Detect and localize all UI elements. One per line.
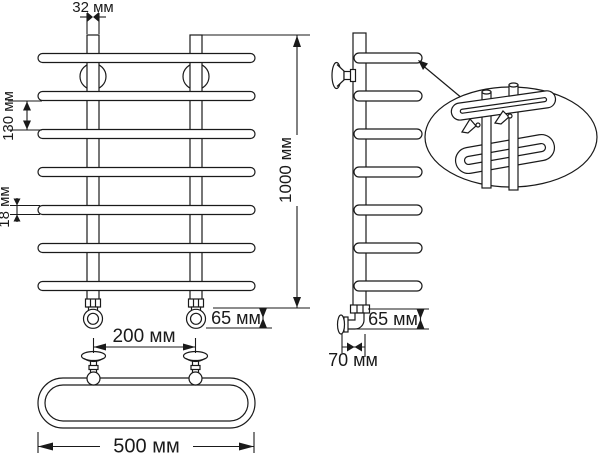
dim-wall-distance-label: 70 мм bbox=[328, 350, 378, 370]
dim-bottom-offset-side: 65 мм bbox=[350, 308, 429, 330]
top-post-right bbox=[188, 371, 203, 386]
dim-rail-spacing-label: 130 мм bbox=[0, 91, 17, 141]
dim-bracket-spacing: 200 мм bbox=[92, 326, 197, 353]
side-bottom-elbow bbox=[336, 304, 371, 335]
front-rungs bbox=[37, 52, 256, 292]
top-bracket-right bbox=[182, 350, 209, 374]
dim-bottom-offset-side-label: 65 мм bbox=[368, 309, 418, 329]
dim-bottom-offset-front: 65 мм bbox=[206, 307, 310, 329]
dim-tube-diameter: 18 мм bbox=[0, 186, 40, 228]
dim-wall-distance: 70 мм bbox=[328, 334, 378, 370]
side-rungs bbox=[353, 52, 423, 292]
dim-bracket-spacing-label: 200 мм bbox=[112, 326, 175, 347]
bottom-connector-left bbox=[82, 298, 104, 329]
callout-leader-line bbox=[423, 66, 464, 100]
front-view bbox=[37, 34, 256, 329]
dim-height-label: 1000 мм bbox=[276, 137, 295, 203]
bottom-connector-right bbox=[185, 298, 207, 329]
dim-post-width-label: 32 мм bbox=[72, 0, 113, 16]
callout-arrowhead bbox=[418, 60, 428, 70]
side-wall-bracket bbox=[331, 61, 357, 90]
dim-bottom-offset-front-label: 65 мм bbox=[211, 308, 261, 328]
detail-mounting-hardware bbox=[461, 110, 513, 134]
dimension-annotations: 32 мм 130 мм 18 мм 1000 мм bbox=[0, 0, 429, 454]
side-view bbox=[331, 32, 423, 335]
detail-callout bbox=[418, 60, 598, 191]
top-view bbox=[37, 350, 256, 429]
dim-width-label: 500 мм bbox=[113, 436, 179, 454]
top-rung-inner bbox=[44, 384, 249, 422]
dim-height: 1000 мм bbox=[202, 34, 310, 308]
detail-posts bbox=[481, 82, 519, 191]
detail-top-rung bbox=[450, 90, 557, 121]
top-bracket-left bbox=[80, 350, 107, 374]
dim-width: 500 мм bbox=[37, 432, 255, 454]
dim-post-width: 32 мм bbox=[72, 0, 114, 34]
top-post-left bbox=[86, 371, 101, 386]
dim-rail-spacing: 130 мм bbox=[0, 91, 42, 141]
dim-tube-diameter-label: 18 мм bbox=[0, 186, 13, 227]
